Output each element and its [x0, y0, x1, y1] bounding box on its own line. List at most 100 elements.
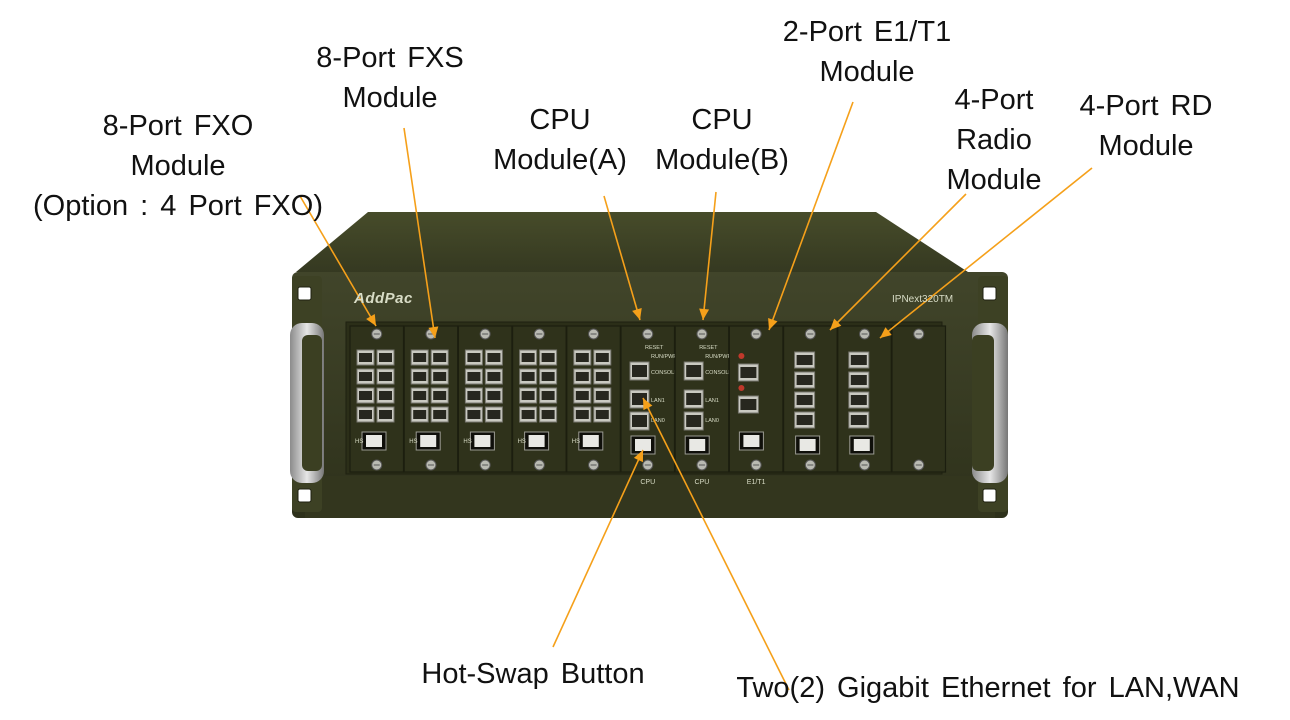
- rj45-socket: [433, 353, 447, 362]
- label-gigabit-ethernet: Two(2) Gigabit Ethernet for LAN,WAN: [736, 672, 1240, 704]
- handle-right: [972, 323, 1008, 483]
- rj45-socket: [632, 365, 647, 377]
- cpu-slot-text: CPU: [695, 479, 710, 486]
- label-rd-line-1: 4-Port RD: [1079, 90, 1213, 122]
- console-text: CONSOLE: [651, 370, 678, 376]
- leader-arrowhead: [768, 317, 778, 330]
- hot-swap-switch-face: [799, 439, 816, 451]
- rj45-socket: [433, 410, 447, 419]
- label-fxo-module: 8-Port FXO Module (Option : 4 Port FXO): [18, 106, 338, 226]
- rj45-socket: [487, 391, 501, 400]
- label-cpu-b-line-2: Module(B): [655, 144, 789, 176]
- module-slot-5: HS: [566, 325, 621, 473]
- rj45-socket: [467, 372, 481, 381]
- rj45-socket: [575, 353, 589, 362]
- run-pwr-text: RUN/PWR: [705, 354, 731, 360]
- rj45-socket: [595, 353, 609, 362]
- run-pwr-text: RUN/PWR: [651, 354, 677, 360]
- label-e1t1-module: 2-Port E1/T1 Module: [760, 12, 974, 92]
- module-slot-8: E1/T1: [728, 325, 784, 486]
- status-led: [738, 353, 745, 359]
- rj45-socket: [359, 353, 372, 362]
- rj45-socket: [379, 410, 392, 419]
- rj45-socket: [467, 391, 481, 400]
- lan0-text: LAN0: [651, 418, 665, 424]
- reset-text: RESET: [699, 345, 718, 351]
- handle-left: [290, 323, 324, 483]
- hs-text: HS: [355, 439, 363, 445]
- module-slot-10: [837, 325, 892, 473]
- rj45-socket: [413, 410, 427, 419]
- rj45-socket: [487, 353, 501, 362]
- rj45-socket: [796, 395, 813, 405]
- rj45-socket: [595, 410, 609, 419]
- label-cpu-a-line-1: CPU: [529, 104, 591, 136]
- label-cpu-a-module: CPU Module(A): [478, 100, 642, 180]
- leader-line-1: [299, 195, 377, 327]
- rj45-socket: [379, 353, 392, 362]
- model-name: IPNext320TM: [892, 294, 954, 305]
- label-rd-module: 4-Port RD Module: [1056, 86, 1236, 166]
- leader-line-8: [552, 449, 644, 648]
- status-led: [738, 385, 745, 391]
- hs-text: HS: [409, 439, 417, 445]
- leader-line-6: [829, 193, 967, 331]
- rj45-socket: [433, 372, 447, 381]
- lan1-text: LAN1: [705, 398, 719, 404]
- leader-line-3: [603, 195, 641, 321]
- leader-line-7: [879, 167, 1093, 339]
- rj45-socket: [521, 372, 535, 381]
- rj45-socket: [850, 395, 867, 405]
- module-slot-2: HS: [403, 325, 459, 473]
- rj45-socket: [379, 372, 392, 381]
- rj45-socket: [521, 391, 535, 400]
- leader-arrowhead: [632, 308, 642, 320]
- module-slot-11: [891, 325, 947, 473]
- rj45-socket: [487, 372, 501, 381]
- rj45-socket: [541, 410, 555, 419]
- rj45-socket: [740, 399, 757, 410]
- label-cpu-b-module: CPU Module(B): [640, 100, 804, 180]
- module-slot-4: HS: [511, 325, 567, 473]
- lan0-text: LAN0: [705, 418, 719, 424]
- label-e1t1-line-2: Module: [819, 56, 915, 88]
- leader-line-2: [403, 127, 436, 339]
- rj45-socket: [850, 355, 867, 365]
- leader-lines: [299, 101, 1093, 691]
- rj45-socket: [467, 353, 481, 362]
- lan1-text: LAN1: [651, 398, 665, 404]
- rj45-socket: [413, 353, 427, 362]
- rj45-socket: [413, 372, 427, 381]
- leader-line-5: [768, 101, 854, 331]
- leader-arrowhead: [366, 313, 376, 326]
- rj45-socket: [487, 410, 501, 419]
- rj45-socket: [359, 410, 372, 419]
- rj45-socket: [575, 410, 589, 419]
- leader-arrowhead: [830, 318, 842, 330]
- rj45-socket: [467, 410, 481, 419]
- rj45-socket: [379, 391, 392, 400]
- label-radio-line-1: 4-Port: [954, 84, 1034, 116]
- rj45-socket: [595, 372, 609, 381]
- hot-swap-switch-face: [853, 439, 870, 451]
- label-fxs-line-2: Module: [342, 82, 438, 114]
- label-hot-swap-button: Hot-Swap Button: [421, 658, 645, 690]
- hot-swap-switch-face: [420, 435, 437, 447]
- hot-swap-switch-face: [474, 435, 491, 447]
- reset-text: RESET: [645, 345, 664, 351]
- hs-text: HS: [463, 439, 471, 445]
- e1t1-slot-text: E1/T1: [747, 479, 766, 486]
- console-text: CONSOLE: [705, 370, 732, 376]
- rj45-socket: [541, 391, 555, 400]
- rj45-socket: [796, 375, 813, 385]
- label-fxs-line-1: 8-Port FXS: [316, 42, 464, 74]
- rj45-socket: [850, 375, 867, 385]
- rj45-socket: [632, 415, 647, 427]
- label-fxo-line-1: 8-Port FXO: [102, 110, 254, 142]
- leader-arrowhead: [428, 326, 439, 338]
- hot-swap-switch-face: [366, 435, 382, 447]
- cpu-slot-text: CPU: [640, 479, 655, 486]
- label-e1t1-line-1: 2-Port E1/T1: [782, 16, 952, 48]
